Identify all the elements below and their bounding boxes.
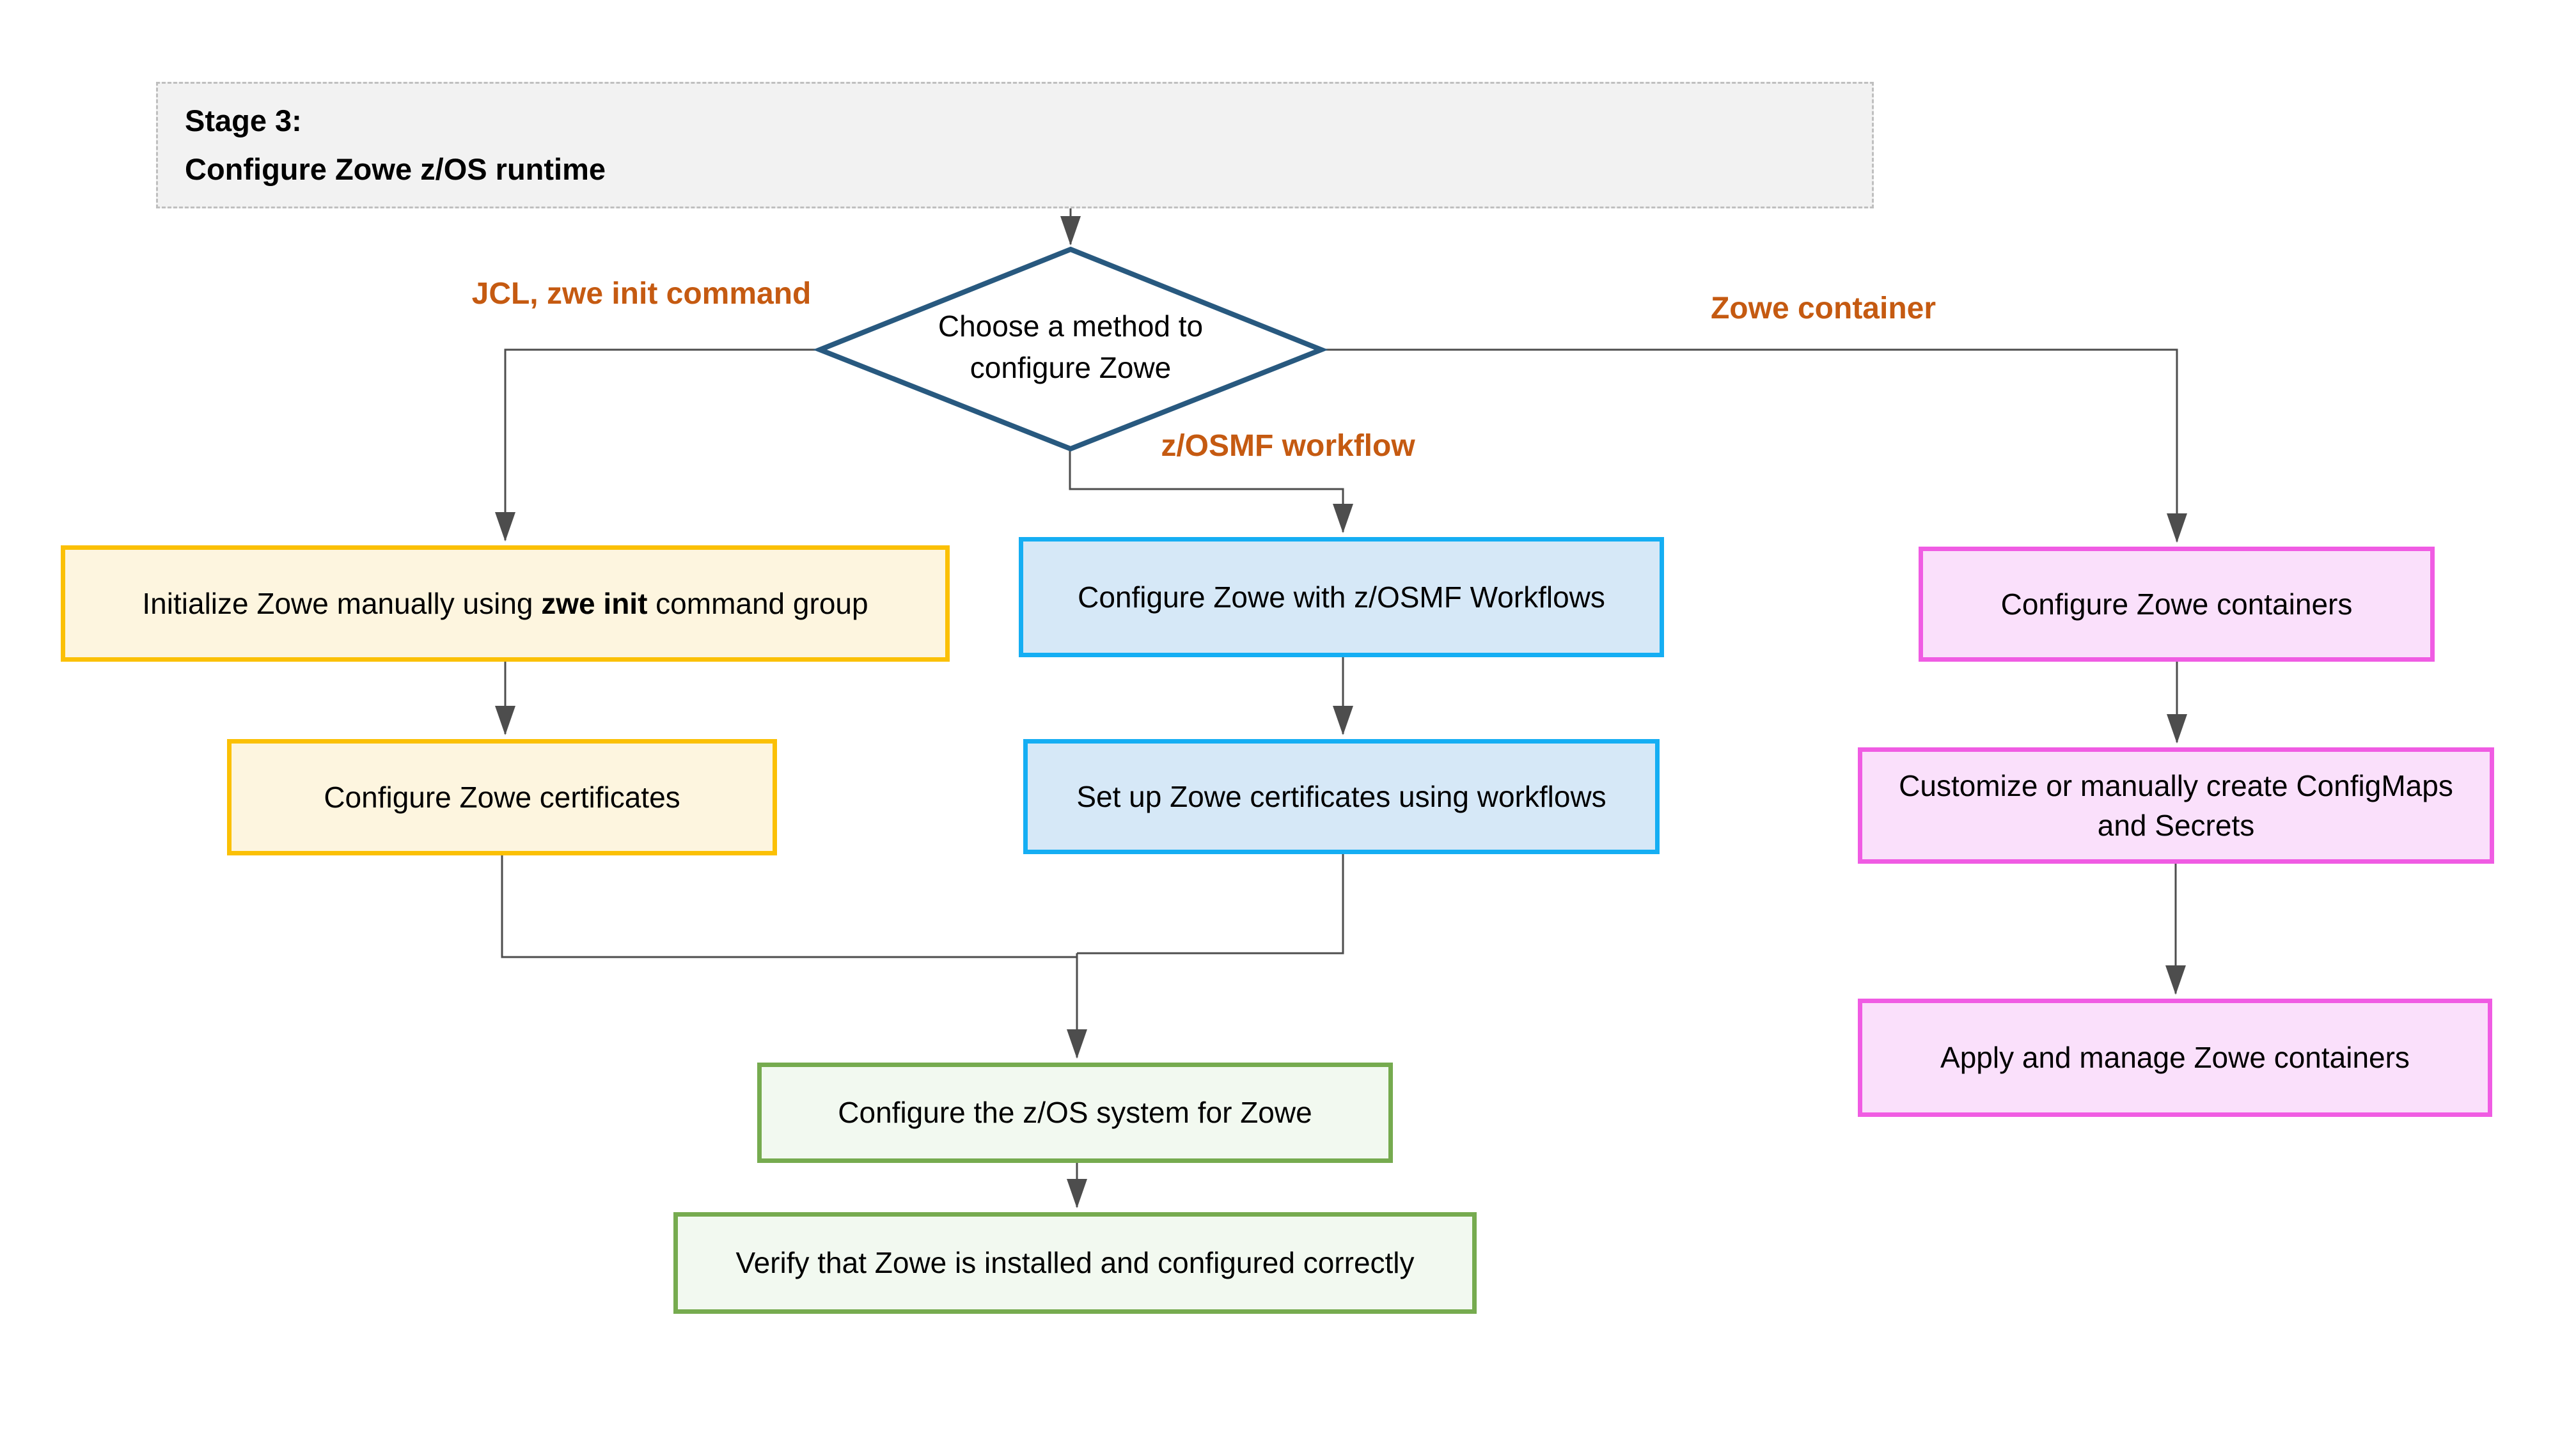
edge-decision-to-configure-containers [1321,348,2187,543]
init-manual-suffix: command group [647,586,868,620]
decision-node-text: Choose a method to configure Zowe [879,306,1262,389]
branch-label-jcl: JCL, zwe init command [471,277,812,311]
node-configure-zos: Configure the z/OS system for Zowe [757,1063,1393,1163]
branch-label-container: Zowe container [1710,292,1936,325]
node-init-manual: Initialize Zowe manually using zwe init … [61,545,950,662]
node-apply-manage-containers: Apply and manage Zowe containers [1858,999,2492,1117]
stage-header-line2: Configure Zowe z/OS runtime [185,152,606,186]
decision-line2: configure Zowe [970,351,1172,385]
edge-decision-to-zosmf-workflows [1069,449,1353,533]
node-verify: Verify that Zowe is installed and config… [673,1212,1477,1314]
decision-line1: Choose a method to [938,309,1204,343]
branch-label-zosmf: z/OSMF workflow [1161,429,1415,463]
decision-diamond-shape [813,246,1328,452]
node-setup-certs-workflows: Set up Zowe certificates using workflows [1023,739,1660,854]
node-configure-containers: Configure Zowe containers [1919,547,2435,662]
node-zosmf-workflows: Configure Zowe with z/OSMF Workflows [1019,537,1664,657]
node-customize-configmaps: Customize or manually create ConfigMaps … [1858,747,2494,864]
edge-setup-certs-merge [1077,854,1344,955]
stage-header: Stage 3: Configure Zowe z/OS runtime [156,82,1874,208]
init-manual-prefix: Initialize Zowe manually using [142,586,542,620]
node-configure-certs: Configure Zowe certificates [227,739,777,855]
node-init-manual-text: Initialize Zowe manually using zwe init … [142,584,868,623]
stage-header-line1: Stage 3: [185,103,302,137]
edge-configure-certs-merge [501,855,1077,958]
init-manual-bold: zwe init [541,586,648,620]
edge-decision-to-init-manual [495,348,820,542]
